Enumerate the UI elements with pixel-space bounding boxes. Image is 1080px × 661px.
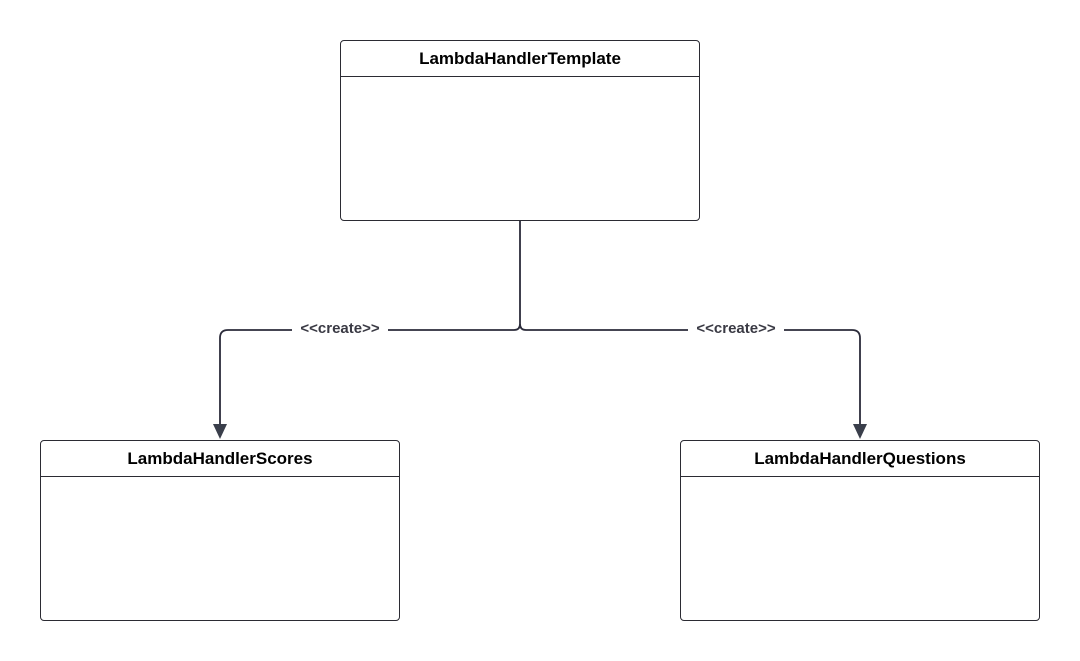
class-name-scores: LambdaHandlerScores [127, 448, 313, 468]
class-box-scores[interactable]: LambdaHandlerScores [40, 440, 400, 621]
class-name-template: LambdaHandlerTemplate [419, 48, 621, 68]
relation-label-scores: <<create>> [300, 320, 379, 337]
connector-trunk [513, 221, 521, 331]
class-header: LambdaHandlerTemplate [341, 41, 699, 77]
class-name-questions: LambdaHandlerQuestions [754, 448, 966, 468]
label-bg-right [688, 319, 784, 337]
arrowhead-scores [213, 424, 227, 439]
class-box-template[interactable]: LambdaHandlerTemplate [340, 40, 700, 221]
class-box-questions[interactable]: LambdaHandlerQuestions [680, 440, 1040, 621]
relation-label-questions: <<create>> [696, 320, 775, 337]
class-body [41, 477, 399, 620]
class-header: LambdaHandlerScores [41, 441, 399, 477]
connector-to-questions [519, 323, 861, 424]
connector-to-scores [219, 329, 514, 424]
class-header: LambdaHandlerQuestions [681, 441, 1039, 477]
class-body [681, 477, 1039, 620]
label-bg-left [292, 319, 388, 337]
arrowhead-questions [853, 424, 867, 439]
class-body [341, 77, 699, 220]
